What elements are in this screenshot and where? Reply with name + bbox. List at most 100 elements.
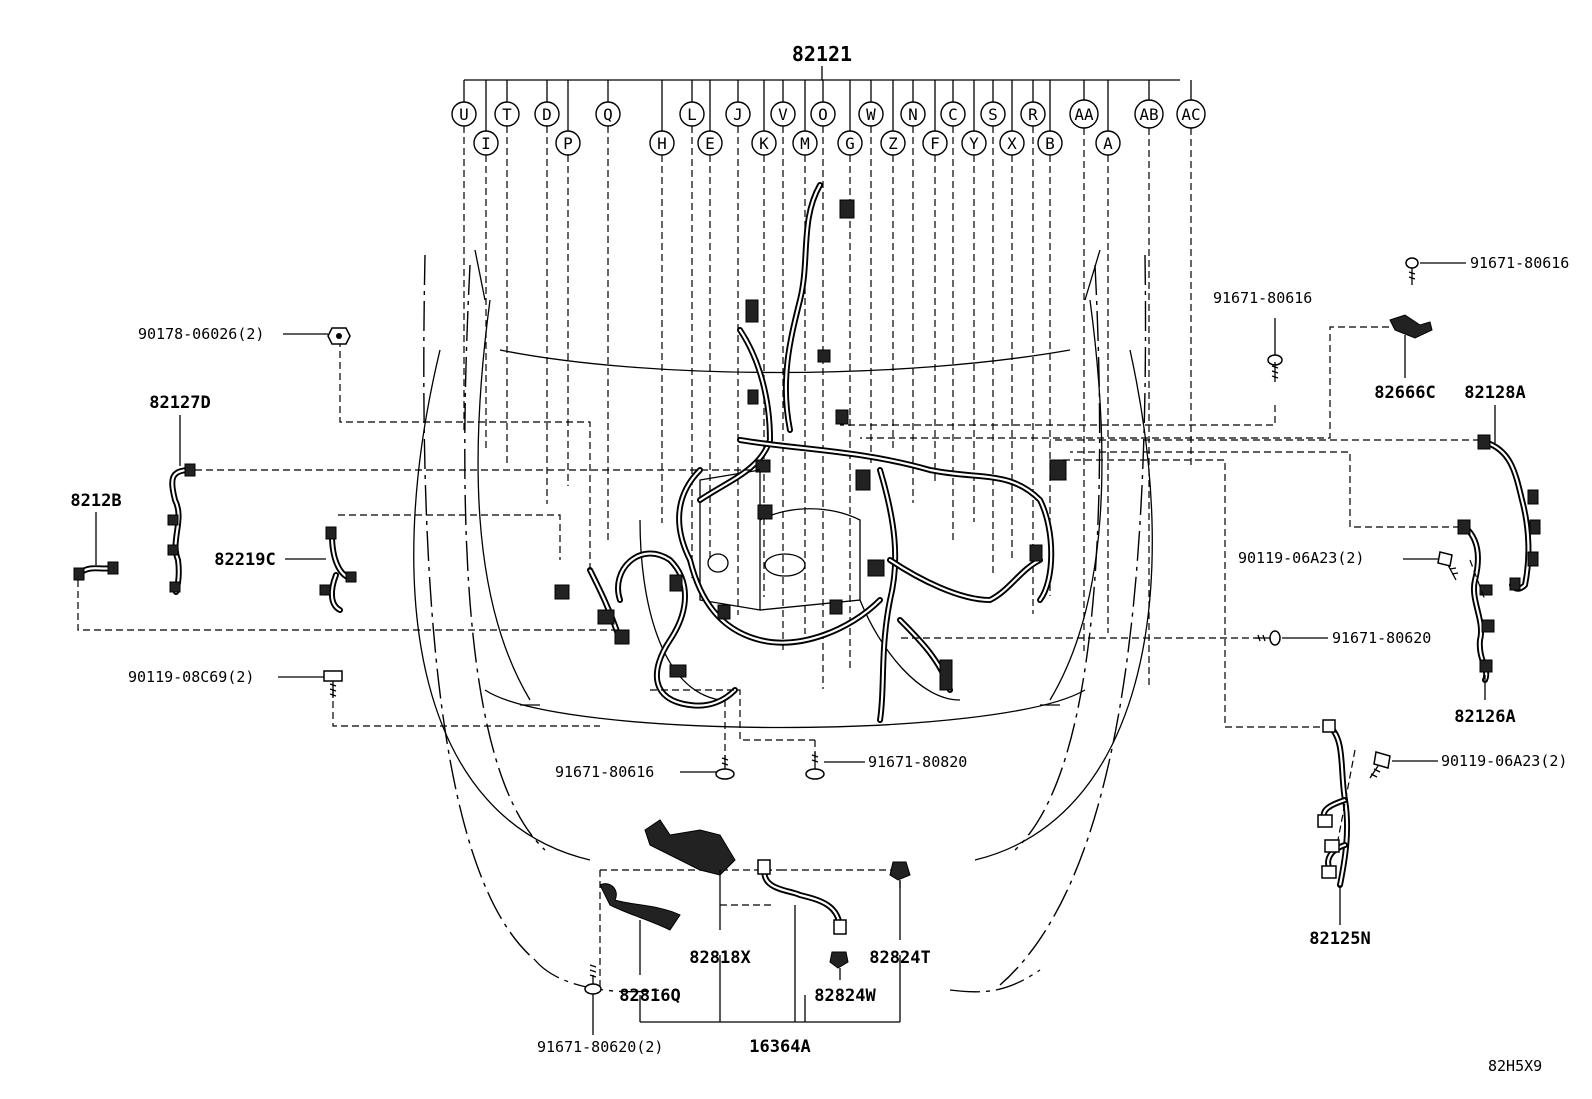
fastener-label-90119-06A23-upper: 90119-06A23(2): [1238, 549, 1364, 567]
part-8212B-harness: [73, 512, 119, 581]
part-label-82128A: 82128A: [1464, 383, 1525, 403]
part-label-82666C: 82666C: [1374, 383, 1435, 403]
connector-label-E: E: [705, 134, 715, 153]
connector-label-W: W: [866, 105, 876, 124]
fastener-label-90119-08C69: 90119-08C69(2): [128, 668, 254, 686]
fastener-label-91671-80616-mid-right: 91671-80616: [1213, 289, 1312, 307]
connector-label-Z: Z: [888, 134, 898, 153]
connector-label-M: M: [800, 134, 810, 153]
connector-circle-L: [679, 101, 705, 127]
bolt-icon-90119-06A23-lower: [1369, 751, 1438, 779]
engine-harness: [554, 182, 1067, 723]
part-label-16364A: 16364A: [749, 1037, 810, 1057]
part-82824T-connector: [889, 861, 911, 940]
fastener-label-91671-80616-bottom: 91671-80616: [555, 763, 654, 781]
connector-circle-H: [649, 130, 675, 156]
connector-circle-O: [810, 101, 836, 127]
connector-label-P: P: [563, 134, 573, 153]
fastener-label-90178-06026: 90178-06026(2): [138, 325, 264, 343]
part-82824W-clip: [829, 951, 849, 980]
part-label-82127D: 82127D: [149, 393, 210, 413]
connector-label-H: H: [657, 134, 667, 153]
fastener-label-90119-06A23-lower: 90119-06A23(2): [1441, 752, 1567, 770]
bolt-icon-91671-80820: [805, 752, 865, 780]
part-label-82121: 82121: [792, 42, 852, 66]
part-label-82125N: 82125N: [1309, 929, 1370, 949]
connector-circle-N: [900, 101, 926, 127]
bolt-icon-91671-80616-mid-right: [1267, 318, 1283, 382]
part-label-82824W: 82824W: [814, 986, 876, 1006]
connector-circle-F: [922, 130, 948, 156]
connector-circle-P: [555, 130, 581, 156]
part-label-82219C: 82219C: [214, 550, 275, 570]
part-label-82818X: 82818X: [689, 948, 751, 968]
bolt-icon-91671-80616-bottom: [680, 755, 735, 780]
part-82125N-harness: [1317, 719, 1356, 925]
part-82126A-harness: [1457, 519, 1495, 700]
bolt-icon-91671-80616-top-right: [1405, 257, 1466, 285]
connector-circle-V: [770, 101, 796, 127]
connector-circle-X: [999, 130, 1025, 156]
connector-label-Y: Y: [969, 134, 979, 153]
part-labels: 82127D 8212B 82219C 82128A 82666C 82126A…: [70, 383, 1525, 1057]
fastener-labels: 90178-06026(2) 90119-08C69(2) 91671-8061…: [128, 254, 1569, 1056]
connector-circle-B: [1037, 130, 1063, 156]
connector-circle-Z: [880, 130, 906, 156]
part-82666C-bracket: [1389, 314, 1433, 378]
bolt-icon-91671-80620-right: [1255, 630, 1328, 646]
connector-circle-Q: [595, 101, 621, 127]
connector-label-T: T: [502, 105, 512, 124]
connector-label-C: C: [948, 105, 958, 124]
connector-label-F: F: [930, 134, 940, 153]
connector-label-AA: AA: [1074, 105, 1094, 124]
connector-circle-C: [940, 101, 966, 127]
fastener-label-91671-80616-top-right: 91671-80616: [1470, 254, 1569, 272]
fastener-label-91671-80620: 91671-80620: [1332, 629, 1431, 647]
connector-circle-T: [494, 101, 520, 127]
part-82824-sensor-harness: [757, 859, 847, 935]
bolt-icon-90119-08C69: [278, 670, 343, 698]
connector-circle-A: [1095, 130, 1121, 156]
connector-leader-lines: [463, 80, 1192, 689]
part-82818X-bracket: [644, 819, 736, 930]
fastener-label-91671-80820: 91671-80820: [868, 753, 967, 771]
bolt-icon-90119-06A23-upper: [1403, 551, 1459, 581]
part-82219C-harness: [285, 526, 357, 613]
part-82816Q-bracket: [599, 883, 681, 975]
part-82127D-harness: [167, 415, 196, 595]
connector-circle-K: [751, 130, 777, 156]
connector-circle-W: [858, 101, 884, 127]
part-label-82126A: 82126A: [1454, 707, 1515, 727]
connector-label-N: N: [908, 105, 918, 124]
connector-label-R: R: [1028, 105, 1038, 124]
connector-circle-I: [473, 130, 499, 156]
connector-circle-E: [697, 130, 723, 156]
connector-label-V: V: [778, 105, 788, 124]
connector-label-S: S: [988, 105, 998, 124]
connector-circle-AB: [1134, 99, 1164, 129]
connector-label-Q: Q: [603, 105, 613, 124]
connector-label-U: U: [459, 105, 469, 124]
connector-label-AC: AC: [1181, 105, 1200, 124]
reference-dashed-lines: [77, 326, 1480, 990]
connector-circle-R: [1020, 101, 1046, 127]
nut-icon-90178: [283, 327, 351, 345]
fastener-label-91671-80620-2: 91671-80620(2): [537, 1038, 663, 1056]
connector-circle-M: [792, 130, 818, 156]
connector-label-B: B: [1045, 134, 1055, 153]
connector-circle-G: [837, 130, 863, 156]
connector-label-K: K: [759, 134, 769, 153]
connector-label-G: G: [845, 134, 855, 153]
part-label-82816Q: 82816Q: [619, 986, 680, 1006]
main-harness-bracket: 82121: [464, 42, 1180, 81]
connector-circle-AC: [1176, 99, 1206, 129]
part-label-82824T: 82824T: [869, 948, 930, 968]
vehicle-body-outline: [413, 249, 1153, 993]
bolt-icon-91671-80620-2: [584, 964, 602, 1035]
connector-circle-AA: [1069, 99, 1099, 129]
connector-circle-D: [534, 101, 560, 127]
connector-circle-J: [725, 101, 751, 127]
illustration-code: 82H5X9: [1488, 1057, 1542, 1075]
